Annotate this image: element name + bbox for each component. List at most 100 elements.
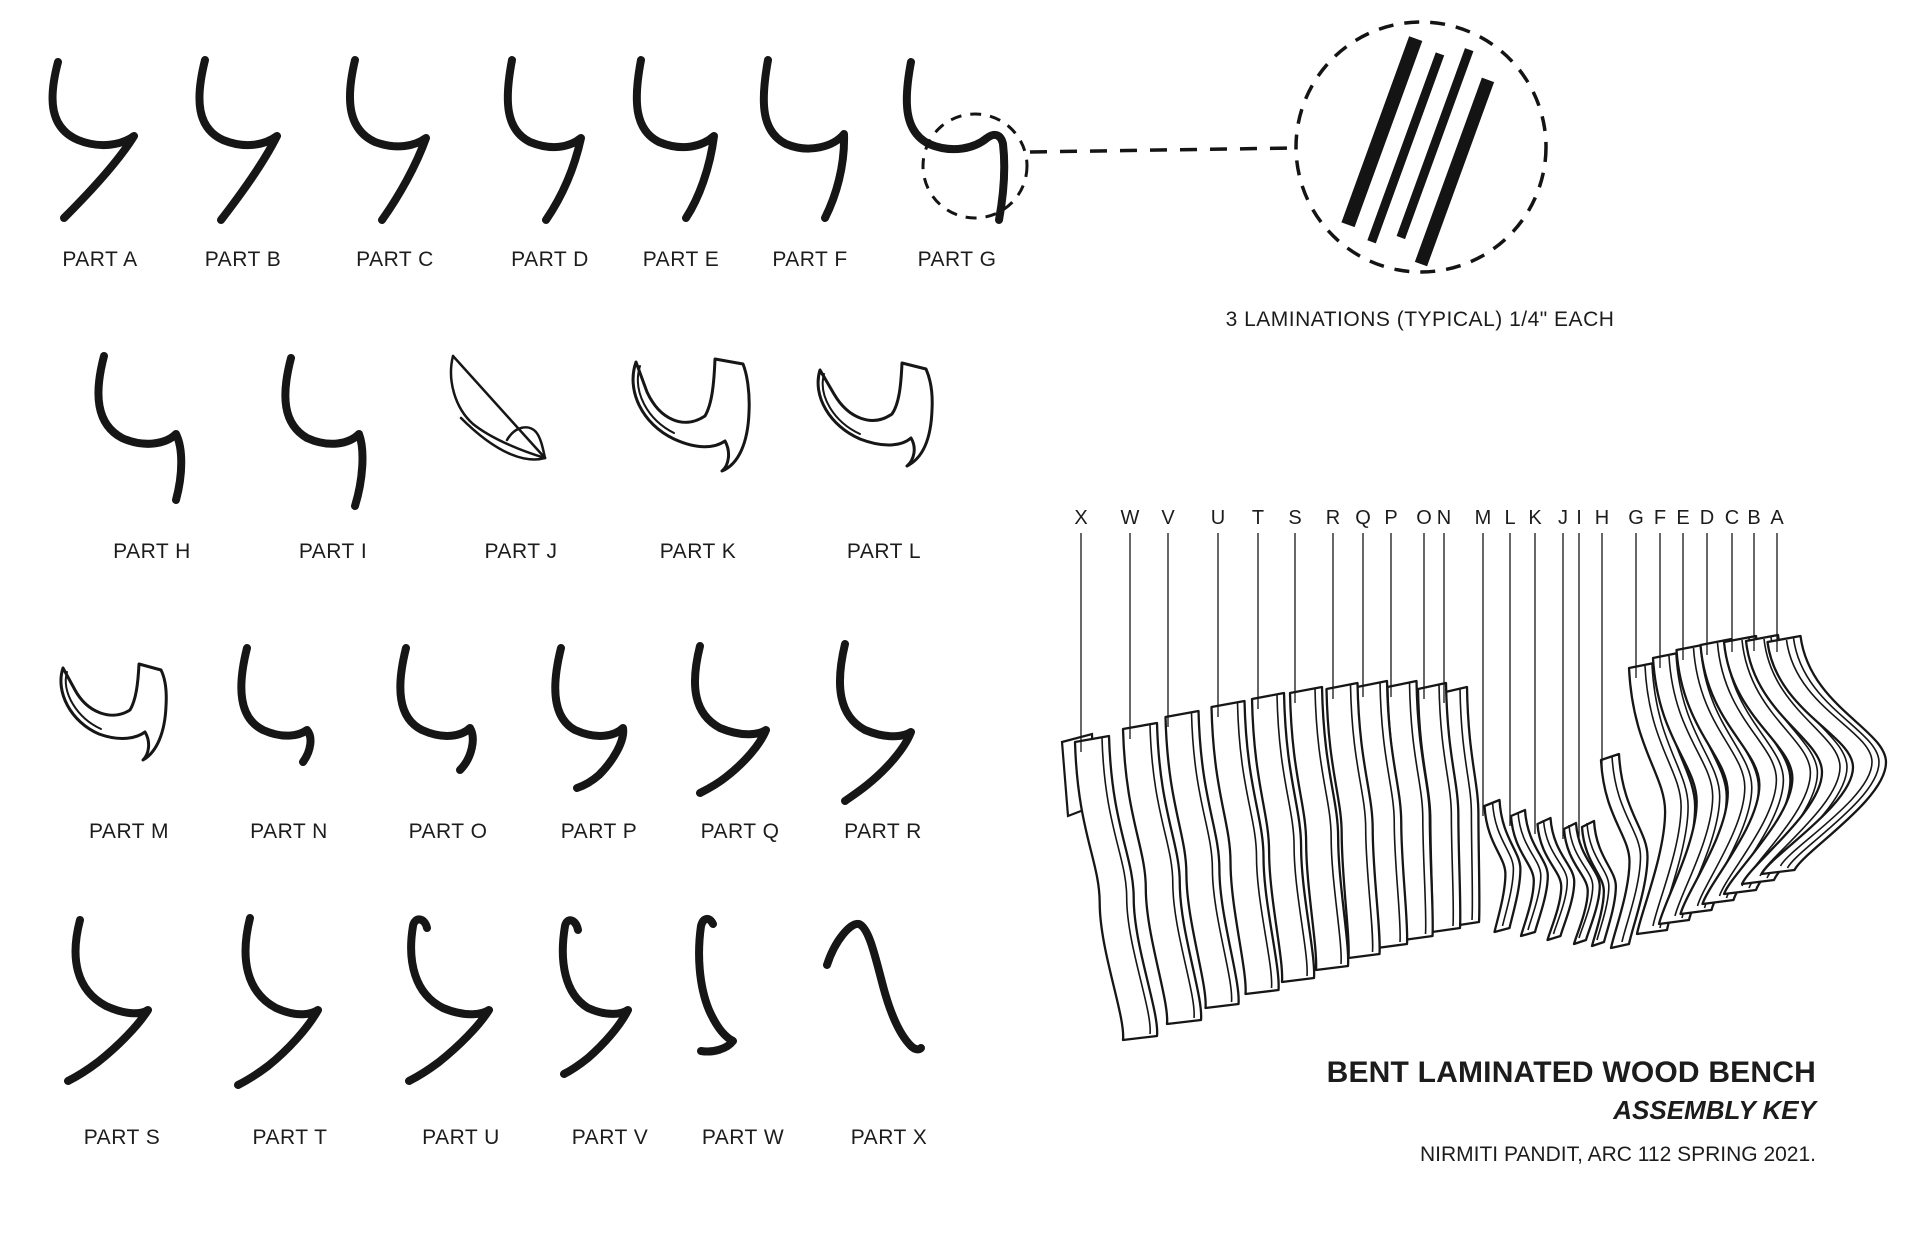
bench-slat-t [1250,691,1316,984]
slat-lamination-line [1786,637,1880,869]
slat-lamination-line [1314,688,1342,965]
part-shape-h [94,352,186,504]
slat-lamination-line [1644,665,1682,927]
part-label-x: PART X [851,1126,928,1149]
part-shape-k [631,357,751,473]
part-label-m: PART M [89,820,169,843]
assembly-letter-e: E [1676,507,1689,529]
bench-slat-h [1599,752,1649,950]
sheet-title: BENT LAMINATED WOOD BENCH [1327,1056,1816,1089]
part-shape-v [558,916,632,1078]
assembly-letter-r: R [1326,507,1340,529]
part-label-v: PART V [572,1126,649,1149]
bench-slats [1060,633,1888,1042]
slat-lamination-line [1276,694,1308,977]
slat-lamination-line [1692,647,1746,907]
part-shape-m [59,662,168,762]
slat-lamination-line [1716,642,1778,897]
slat-lamination-line [1759,638,1841,877]
part-label-j: PART J [484,540,557,563]
part-label-e: PART E [643,248,720,271]
slat-lamination-line [1491,801,1515,927]
part-label-d: PART D [511,248,589,271]
assembly-letter-x: X [1074,507,1087,529]
slat-lamination-line [1438,684,1455,927]
assembly-letter-i: I [1576,507,1582,529]
assembly-letter-h: H [1595,507,1609,529]
assembly-letter-o: O [1416,507,1432,529]
part-shape-b [195,56,281,224]
bench-slat-r [1325,681,1381,960]
bench-slat-i [1580,819,1617,948]
bench-slat-k [1536,816,1576,942]
slat-lamination-line [1668,655,1714,917]
slat-lamination-line [1517,811,1542,931]
slat-lamination-line [1459,688,1474,921]
assembly-letter-p: P [1384,507,1397,529]
assembly-letter-l: L [1504,507,1515,529]
assembly-letter-d: D [1700,507,1714,529]
part-shape-f [759,56,849,222]
part-shape-j [449,354,547,461]
part-label-l: PART L [847,540,921,563]
part-shape-r [836,640,915,805]
sheet-subtitle: ASSEMBLY KEY [1612,1095,1818,1125]
bench-slat-m [1483,798,1522,934]
assembly-letter-q: Q [1355,507,1371,529]
part-label-r: PART R [844,820,922,843]
part-shape-q [690,642,770,797]
bench-slat-l [1509,808,1549,938]
slat-lamination-line [1779,639,1873,867]
detail-leader-line [1029,146,1295,154]
part-shape-n [237,644,315,766]
assembly-letter-s: S [1288,507,1301,529]
part-shape-w [695,915,737,1056]
part-shape-e [632,56,718,222]
part-label-w: PART W [702,1126,784,1149]
part-shape-g [902,58,1009,224]
part-shape-x [823,919,925,1054]
bench-slat-s [1288,685,1350,972]
part-label-o: PART O [409,820,488,843]
slat-lamination-line [1101,737,1151,1035]
part-label-t: PART T [253,1126,328,1149]
title-block: BENT LAMINATED WOOD BENCH ASSEMBLY KEY N… [1327,1056,1819,1166]
detail-source-circle [921,112,1029,220]
assembly-letter-w: W [1121,507,1140,529]
slat-lamination-line [1190,712,1233,1003]
slat-lamination-line [1741,639,1812,887]
part-shape-p [551,644,628,792]
part-shape-s [64,916,152,1085]
part-label-u: PART U [422,1126,500,1149]
part-shape-a [48,58,138,222]
assembly-letter-u: U [1211,507,1225,529]
assembly-letter-t: T [1252,507,1264,529]
assembly-letter-b: B [1747,507,1760,529]
part-shape-l [816,361,934,468]
lamination-lines-icon [1341,36,1495,267]
sheet-credit: NIRMITI PANDIT, ARC 112 SPRING 2021. [1420,1143,1816,1166]
part-shape-c [346,56,430,224]
part-label-f: PART F [772,248,847,271]
bench-slat-u [1210,699,1280,996]
assembly-letter-c: C [1725,507,1739,529]
assembly-letter-n: N [1437,507,1451,529]
slat-lamination-line [1586,822,1610,941]
slat-lamination-line [1408,682,1427,935]
bench-slat-j [1562,821,1601,946]
slat-lamination-line [1542,819,1569,935]
part-label-k: PART K [660,540,737,563]
part-label-g: PART G [918,248,997,271]
part-label-q: PART Q [701,820,780,843]
part-label-b: PART B [205,248,282,271]
assembly-letter-a: A [1770,507,1784,529]
bench-slat-a [1760,634,1888,876]
part-label-n: PART N [250,820,328,843]
part-label-p: PART P [561,820,638,843]
assembly-letter-k: K [1528,507,1542,529]
slat-lamination-line [1611,755,1642,943]
